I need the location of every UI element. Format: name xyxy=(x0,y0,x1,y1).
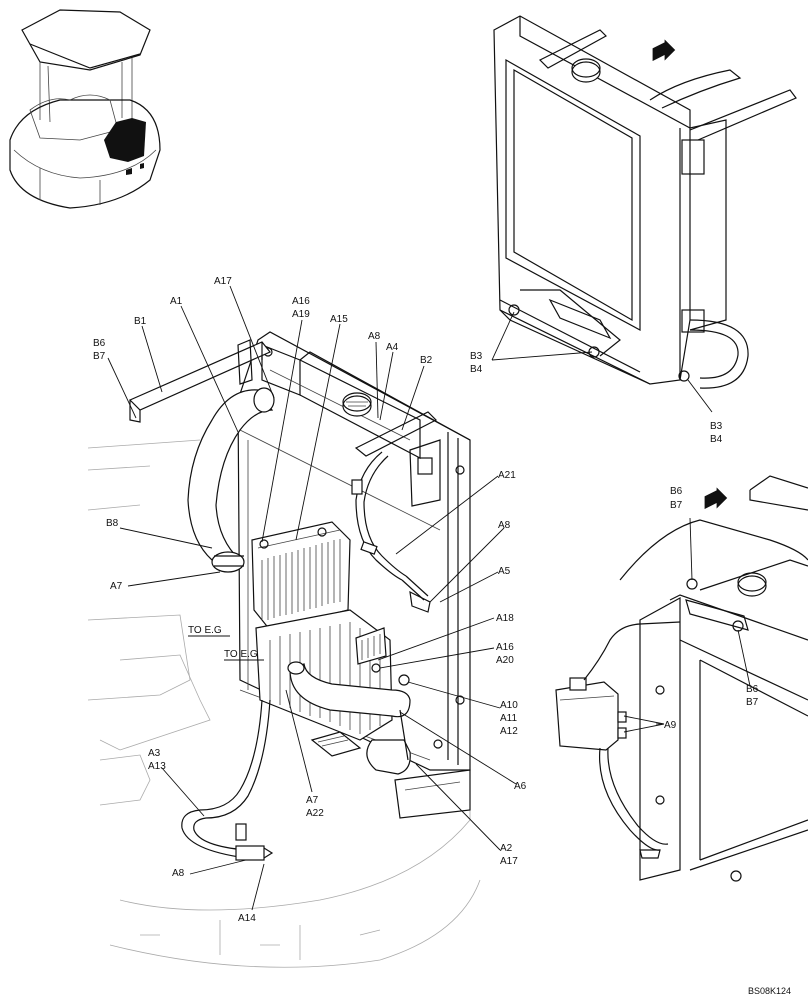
label-a4: A4 xyxy=(386,342,399,353)
label-b7-rev-right: B7 xyxy=(746,697,759,708)
label-b3-right: B3 xyxy=(710,421,723,432)
label-a1: A1 xyxy=(170,296,183,307)
note-to-eg-1: TO E.G xyxy=(188,625,222,636)
drain-hose-a3 xyxy=(181,699,274,861)
callout-labels: A1 A17 A16 A19 A15 A8 A4 B1 B6 B7 B2 A21… xyxy=(93,276,791,996)
label-b2: B2 xyxy=(420,355,433,366)
arrow-icon-lower xyxy=(703,484,729,512)
base-frame xyxy=(87,439,481,968)
label-a12: A12 xyxy=(500,726,518,737)
upper-hose-a1 xyxy=(187,387,275,573)
label-b6-main: B6 xyxy=(93,338,106,349)
drawing-code: BS08K124 xyxy=(748,986,791,996)
label-a18: A18 xyxy=(496,613,514,624)
label-b6-rev-right: B6 xyxy=(746,684,759,695)
label-a10: A10 xyxy=(500,700,518,711)
label-a13: A13 xyxy=(148,761,166,772)
arrow-icon xyxy=(651,36,677,64)
label-b4-top: B4 xyxy=(470,364,483,375)
label-a19: A19 xyxy=(292,309,310,320)
label-b8: B8 xyxy=(106,518,119,529)
label-b7-rev: B7 xyxy=(670,500,683,511)
label-a8-mid: A8 xyxy=(498,520,511,531)
bracket-b1 xyxy=(128,339,271,423)
note-to-eg-2: TO E.G xyxy=(224,649,258,660)
label-a7-lower: A7 xyxy=(306,795,319,806)
label-a21: A21 xyxy=(498,470,516,481)
label-a2: A2 xyxy=(500,843,513,854)
label-a3: A3 xyxy=(148,748,161,759)
label-a6: A6 xyxy=(514,781,527,792)
label-b6-rev: B6 xyxy=(670,486,683,497)
label-b7-main: B7 xyxy=(93,351,106,362)
label-a16-lower: A16 xyxy=(496,642,514,653)
reservoir-view xyxy=(555,475,808,882)
label-a16: A16 xyxy=(292,296,310,307)
oil-cooler xyxy=(251,521,410,757)
label-a11: A11 xyxy=(500,713,517,724)
label-b1: B1 xyxy=(134,316,147,327)
lower-hose xyxy=(287,661,411,775)
radiator-main xyxy=(237,331,471,771)
label-a5: A5 xyxy=(498,566,511,577)
label-a14: A14 xyxy=(238,913,256,924)
leader-lines xyxy=(107,285,751,911)
label-a22: A22 xyxy=(306,808,324,819)
label-a7: A7 xyxy=(110,581,123,592)
label-a17-lower: A17 xyxy=(500,856,518,867)
radiator-top-view xyxy=(493,15,797,389)
reservoir-hose xyxy=(351,451,431,613)
label-b4-right: B4 xyxy=(710,434,723,445)
label-a9: A9 xyxy=(664,720,677,731)
label-a15: A15 xyxy=(330,314,348,325)
label-a20: A20 xyxy=(496,655,514,666)
label-a17: A17 xyxy=(214,276,232,287)
label-b3-top: B3 xyxy=(470,351,483,362)
label-a8-lower: A8 xyxy=(172,868,185,879)
machine-thumbnail xyxy=(9,9,161,209)
label-a8-top: A8 xyxy=(368,331,381,342)
